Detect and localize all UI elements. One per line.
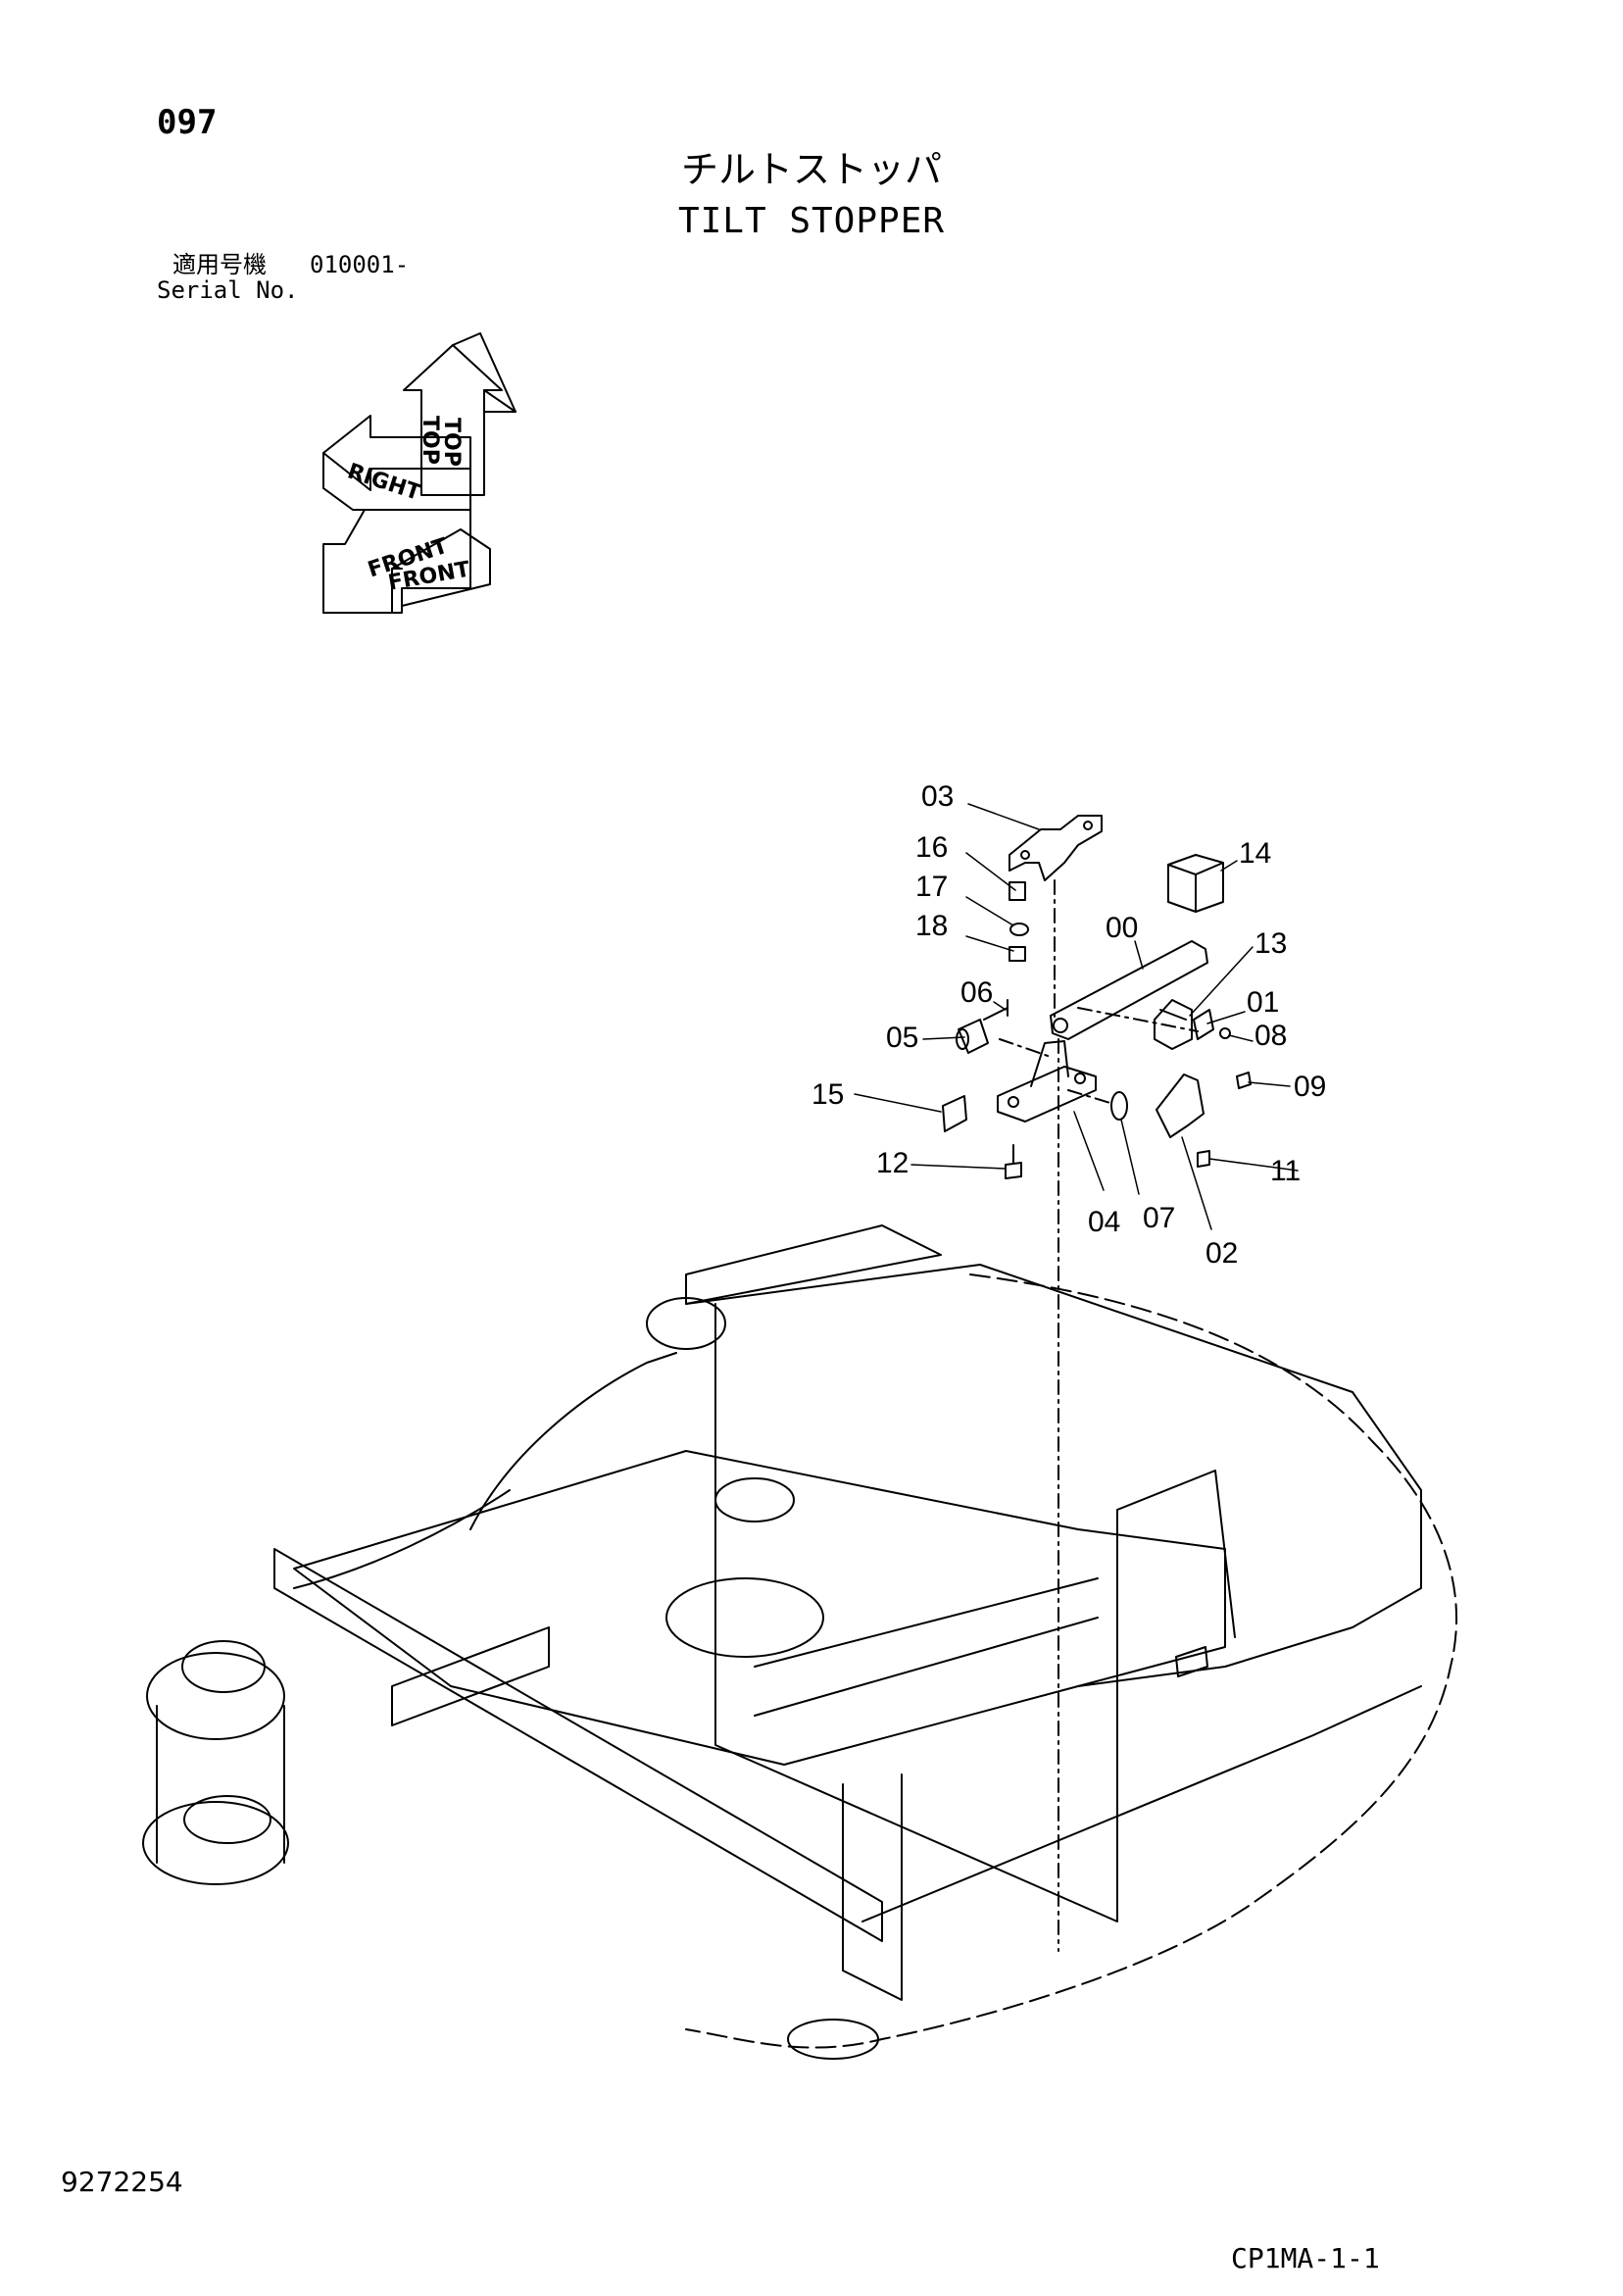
part-label-14: 14 [1239,837,1271,870]
part-number-labels: 03 16 17 18 14 00 13 06 01 05 08 09 15 1… [812,780,1326,1270]
orientation-label-top-2: TOP [439,418,464,467]
page-number: 097 [157,103,218,142]
part-label-16: 16 [915,831,948,864]
part-14-block [1167,854,1224,913]
part-03-bracket [1008,815,1103,881]
part-04-stopper-base [997,1040,1097,1123]
part-label-02: 02 [1205,1237,1238,1270]
part-label-06: 06 [960,976,993,1009]
part-07-washer [1110,1091,1128,1121]
part-00-lever [1050,940,1208,1040]
part-09-bolt [1236,1072,1252,1089]
part-08-washer [1219,1027,1231,1039]
part-label-00: 00 [1106,912,1138,944]
part-18-nut [1008,946,1026,962]
part-label-05: 05 [886,1022,918,1054]
leader-lines [854,803,1299,1230]
part-label-07: 07 [1143,1202,1175,1234]
part-label-17: 17 [915,871,948,903]
part-06-pin [983,999,1008,1021]
serial-label-japanese: 適用号機 [172,251,267,278]
exploded-parts [942,815,1252,1952]
part-label-12: 12 [876,1147,909,1179]
part-label-09: 09 [1294,1071,1326,1103]
orientation-label-top: TOP [418,416,442,465]
orientation-label-right: RIGHT [344,459,423,505]
part-01-plate [1193,1009,1214,1040]
part-02-bracket [1156,1073,1205,1138]
part-11-bolt [1197,1150,1210,1168]
right-arrow-icon [322,415,471,491]
part-label-18: 18 [915,910,948,942]
serial-number-range: 010001- [310,251,410,278]
title-japanese: チルトストッパ [680,148,942,191]
part-label-11: 11 [1270,1155,1301,1187]
title-english: TILT STOPPER [677,201,946,241]
part-05-collar [958,1019,989,1054]
orientation-indicator: TOP TOP RIGHT FRONT FRONT [322,332,516,614]
serial-label-english: Serial No. [157,276,299,304]
part-label-08: 08 [1254,1020,1287,1052]
drawing-number: 9272254 [61,2166,183,2198]
upper-frame-drawing [142,1224,1457,2060]
top-arrow-icon [403,344,503,496]
part-16-bolt [1008,881,1026,901]
part-label-13: 13 [1254,927,1287,960]
part-label-03: 03 [921,780,954,813]
part-13-clip [1154,999,1193,1050]
part-12-bolt [1005,1144,1022,1179]
part-17-washer [1009,923,1029,936]
part-label-15: 15 [812,1078,844,1111]
part-label-04: 04 [1088,1206,1120,1238]
page-code: CP1MA-1-1 [1231,2242,1380,2274]
part-label-01: 01 [1247,986,1279,1019]
part-15-tag [942,1095,967,1132]
